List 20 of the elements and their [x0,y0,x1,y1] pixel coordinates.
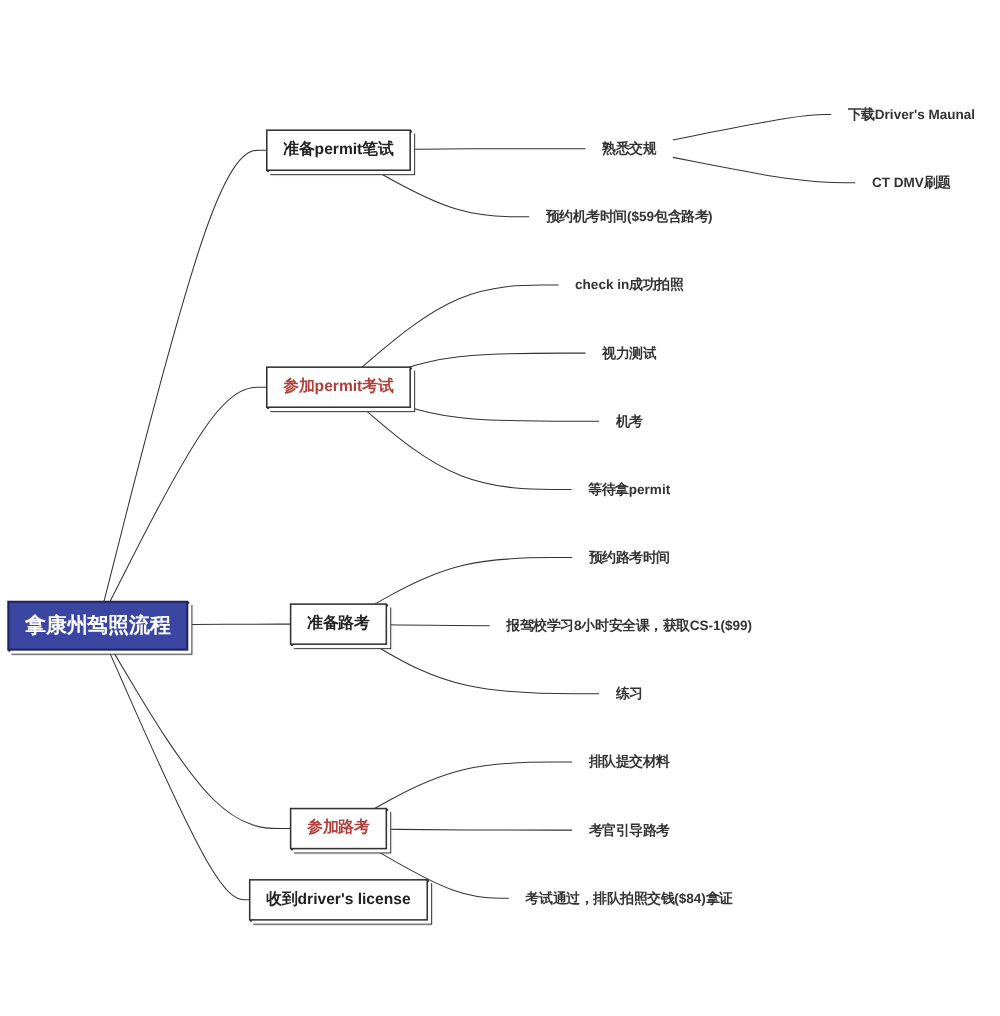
connector [374,761,573,810]
connector [361,284,559,368]
connector [372,848,510,899]
connector [408,352,586,368]
connector [361,406,573,490]
node-box: 拿康州驾照流程 [7,600,189,651]
connector [111,649,292,830]
connector [374,557,573,605]
connector [672,114,832,141]
connector [107,649,251,901]
connector [408,406,600,422]
connector [372,643,600,695]
connector [409,148,586,150]
connector [385,624,491,627]
connector [109,386,268,603]
connector [186,623,292,626]
connector [103,149,268,603]
connector [672,156,856,184]
connector [385,828,573,831]
connector [374,169,530,218]
